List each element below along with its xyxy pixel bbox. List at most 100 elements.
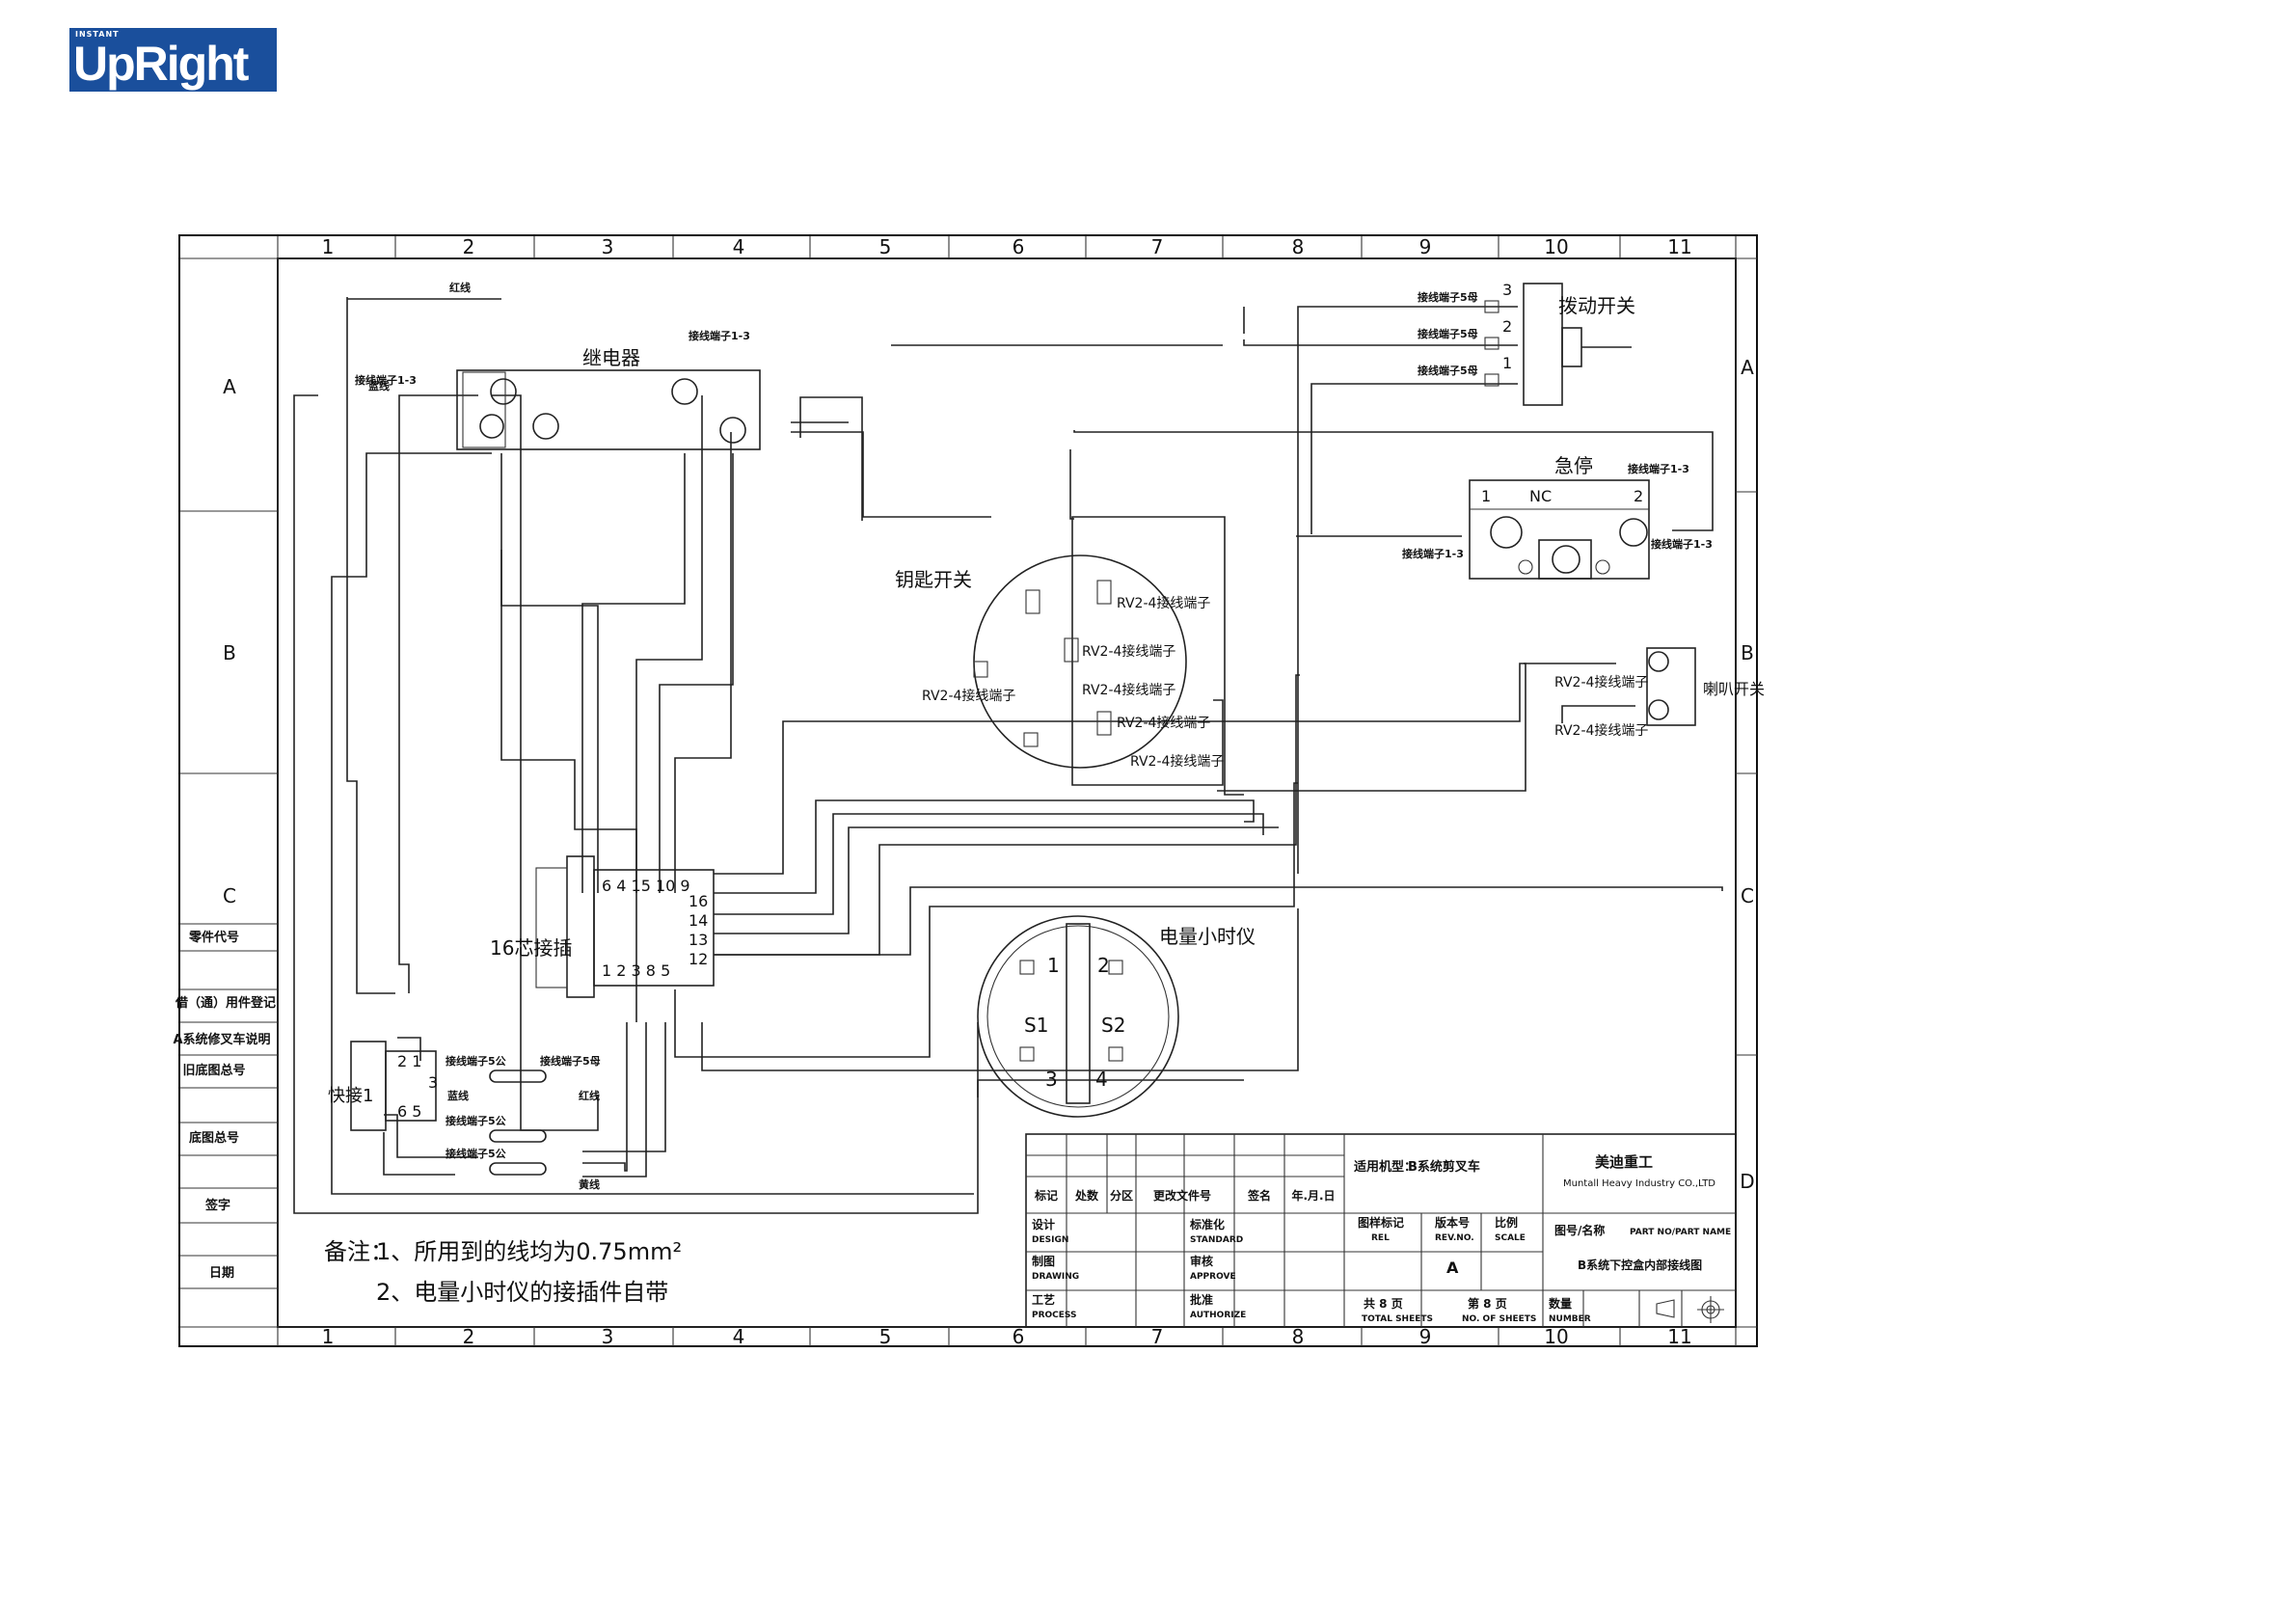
tb-total-sheets-en: TOTAL SHEETS — [1362, 1314, 1433, 1324]
row-labels: A B C A B C D — [223, 356, 1755, 1193]
key-terminal-label: RV2-4接线端子 — [1130, 753, 1224, 770]
strip-old-master: 旧底图总号 — [182, 1063, 245, 1078]
tb-figure-mark-en: REL — [1371, 1233, 1390, 1243]
col-label-2: 2 — [463, 1325, 475, 1348]
wire-color-label: 蓝线 — [368, 379, 390, 392]
row-label-b-right: B — [1741, 641, 1754, 664]
strip-part-code: 零件代号 — [188, 930, 239, 945]
emergency-stop: 急停 1 NC 2 接线端子1-3 接线端子1-3 接线端子1-3 — [1402, 454, 1713, 580]
meter-pin-s1: S1 — [1024, 1014, 1048, 1037]
col-label-8: 8 — [1292, 235, 1305, 258]
col-label-11: 11 — [1667, 1325, 1691, 1348]
tb-header-signature: 签名 — [1247, 1188, 1271, 1203]
tb-scale-en: SCALE — [1495, 1233, 1526, 1243]
estop-pin-2: 2 — [1634, 487, 1643, 505]
col-label-2: 2 — [463, 235, 475, 258]
tb-figure-mark: 图样标记 — [1358, 1215, 1404, 1230]
tb-standard-en: STANDARD — [1190, 1235, 1243, 1245]
col-label-9: 9 — [1419, 1325, 1432, 1348]
col-label-11: 11 — [1667, 235, 1691, 258]
column-labels-top: 1 2 3 4 5 6 7 8 9 10 11 — [322, 235, 1692, 258]
estop-nc-label: NC — [1529, 487, 1552, 505]
connector16-top-pins: 6 4 15 10 9 — [602, 877, 690, 895]
estop-terminal-label: 接线端子1-3 — [1628, 462, 1689, 475]
connector-16pin: 16芯接插 6 4 15 10 9 1 2 3 8 5 16 14 13 12 — [490, 855, 715, 998]
tb-sheet-no-en: NO. OF SHEETS — [1462, 1314, 1536, 1324]
wire-color-label: 蓝线 — [447, 1089, 469, 1102]
tb-company-en: Muntall Heavy Industry CO.,LTD — [1563, 1178, 1715, 1189]
column-labels-bottom: 1 2 3 4 5 6 7 8 9 10 11 — [322, 1325, 1692, 1348]
meter-pin-4: 4 — [1095, 1068, 1108, 1091]
wire-color-label: 黄线 — [579, 1177, 600, 1191]
estop-label: 急停 — [1554, 454, 1593, 477]
toggle-pin-1: 1 — [1502, 354, 1512, 372]
tb-header-date: 年.月.日 — [1291, 1188, 1335, 1203]
horn-switch: 喇叭开关 RV2-4接线端子 RV2-4接线端子 — [1554, 647, 1765, 739]
relay-terminal-label: 接线端子1-3 — [355, 373, 417, 387]
estop-terminal-label: 接线端子1-3 — [1402, 547, 1464, 560]
key-terminal-label: RV2-4接线端子 — [1117, 715, 1210, 731]
tb-revision-en: REV.NO. — [1435, 1233, 1474, 1243]
col-label-1: 1 — [322, 1325, 335, 1348]
relay-terminal-label: 接线端子1-3 — [689, 329, 750, 342]
wire-color-label: 红线 — [579, 1089, 600, 1102]
column-grid — [394, 235, 1621, 1346]
tb-drawing-en: DRAWING — [1032, 1272, 1079, 1282]
col-label-4: 4 — [733, 1325, 745, 1348]
col-label-9: 9 — [1419, 235, 1432, 258]
strip-signature: 签字 — [204, 1198, 230, 1213]
projection-symbol-icon — [1656, 1296, 1724, 1323]
key-terminal-label: RV2-4接线端子 — [1082, 682, 1175, 698]
col-label-5: 5 — [879, 1325, 892, 1348]
tb-part-name: B系统下控盒内部接线图 — [1578, 1258, 1702, 1272]
col-label-1: 1 — [322, 235, 335, 258]
col-label-3: 3 — [602, 235, 614, 258]
row-label-d-right: D — [1740, 1170, 1754, 1193]
tb-approve: 审核 — [1190, 1254, 1213, 1268]
estop-pin-1: 1 — [1481, 487, 1491, 505]
tb-part-no-label: 图号/名称 — [1554, 1223, 1605, 1237]
meter-pin-3: 3 — [1045, 1068, 1058, 1091]
key-terminal-label: RV2-4接线端子 — [922, 688, 1015, 704]
connector16-label: 16芯接插 — [490, 936, 572, 960]
title-block: 适用机型： B系统剪叉车 美迪重工 Muntall Heavy Industry… — [1025, 1133, 1737, 1328]
tb-header-change-doc: 更改文件号 — [1153, 1188, 1211, 1203]
row-label-a: A — [223, 375, 236, 398]
wire-color-label: 红线 — [449, 281, 471, 294]
tb-authorize: 批准 — [1190, 1292, 1213, 1307]
horn-terminal-label: RV2-4接线端子 — [1554, 722, 1648, 739]
hour-meter-label: 电量小时仪 — [1159, 925, 1256, 948]
tb-design: 设计 — [1032, 1217, 1055, 1232]
tb-approve-en: APPROVE — [1190, 1272, 1236, 1282]
col-label-3: 3 — [602, 1325, 614, 1348]
connector16-bottom-pins: 1 2 3 8 5 — [602, 961, 670, 980]
tb-total-sheets: 共 8 页 — [1364, 1296, 1403, 1311]
left-strip-labels: 零件代号 借（通）用件登记 A系统修叉车说明 旧底图总号 底图总号 签字 日期 — [173, 930, 276, 1281]
relay: 继电器 — [456, 346, 761, 450]
tb-drawing: 制图 — [1032, 1254, 1055, 1268]
row-label-a-right: A — [1741, 356, 1754, 379]
connector16-pin-14: 14 — [689, 911, 708, 930]
strip-master-no: 底图总号 — [189, 1130, 239, 1146]
tb-quantity-en: NUMBER — [1549, 1314, 1591, 1324]
col-label-7: 7 — [1151, 1325, 1164, 1348]
col-label-6: 6 — [1013, 235, 1025, 258]
notes-line-2: 2、电量小时仪的接插件自带 — [376, 1279, 668, 1306]
row-label-c-right: C — [1741, 884, 1754, 907]
toggle-terminal-label: 接线端子5母 — [1418, 290, 1478, 304]
toggle-terminal-label: 接线端子5母 — [1418, 327, 1478, 340]
connector16-pin-13: 13 — [689, 931, 708, 949]
tb-revision: 版本号 — [1435, 1215, 1470, 1230]
tb-header-count: 处数 — [1074, 1188, 1099, 1203]
logo-wordmark: UpRight — [73, 37, 249, 91]
col-label-4: 4 — [733, 235, 745, 258]
col-label-6: 6 — [1013, 1325, 1025, 1348]
quick-connector: 快接1 2 1 3 6 5 — [328, 1041, 438, 1131]
row-label-c: C — [223, 884, 236, 907]
meter-pin-s2: S2 — [1101, 1014, 1125, 1037]
left-strip-table — [179, 923, 278, 1289]
strip-date: 日期 — [209, 1266, 234, 1281]
inline-terminals: 接线端子5公 接线端子5母 接线端子5公 接线端子5公 蓝线 红线 黄线 — [446, 1054, 601, 1191]
connector16-pin-16: 16 — [689, 892, 708, 910]
